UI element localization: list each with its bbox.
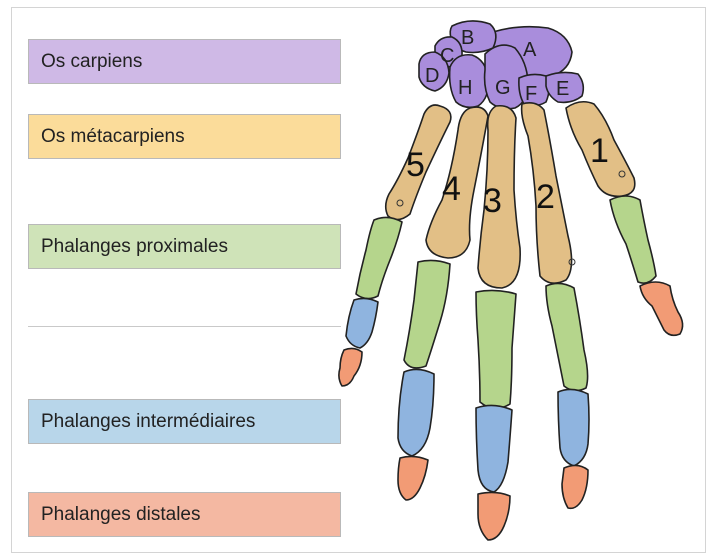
proximal-phalanx-5 xyxy=(356,217,402,298)
carpal-label-c: C xyxy=(440,45,454,67)
carpal-label-h: H xyxy=(458,77,472,99)
distal-phalanx-4 xyxy=(398,456,428,500)
finger-number-2: 2 xyxy=(536,178,555,216)
distal-phalanx-1 xyxy=(640,282,683,335)
carpal-label-g: G xyxy=(495,77,511,99)
carpal-label-a: A xyxy=(523,39,537,61)
carpal-label-f: F xyxy=(525,83,537,105)
finger-number-4: 4 xyxy=(442,170,461,208)
intermediate-phalanx-5 xyxy=(346,298,378,348)
finger-2-bones xyxy=(522,103,589,508)
distal-phalanx-5 xyxy=(339,348,362,386)
carpal-label-b: B xyxy=(461,27,474,49)
intermediate-phalanx-3 xyxy=(476,405,512,492)
intermediate-phalanx-4 xyxy=(398,369,434,456)
carpal-label-d: D xyxy=(425,65,439,87)
finger-3-bones xyxy=(476,106,520,540)
proximal-phalanx-2 xyxy=(546,283,588,390)
proximal-phalanx-3 xyxy=(476,290,516,408)
finger-1-bones xyxy=(566,102,683,336)
proximal-phalanx-4 xyxy=(404,260,450,368)
carpal-label-e: E xyxy=(556,78,569,100)
proximal-phalanx-1 xyxy=(610,196,656,283)
finger-number-1: 1 xyxy=(590,132,609,170)
intermediate-phalanx-2 xyxy=(558,389,589,466)
distal-phalanx-3 xyxy=(478,492,510,540)
finger-number-3: 3 xyxy=(483,182,502,220)
distal-phalanx-2 xyxy=(562,465,588,508)
finger-number-5: 5 xyxy=(406,146,425,184)
